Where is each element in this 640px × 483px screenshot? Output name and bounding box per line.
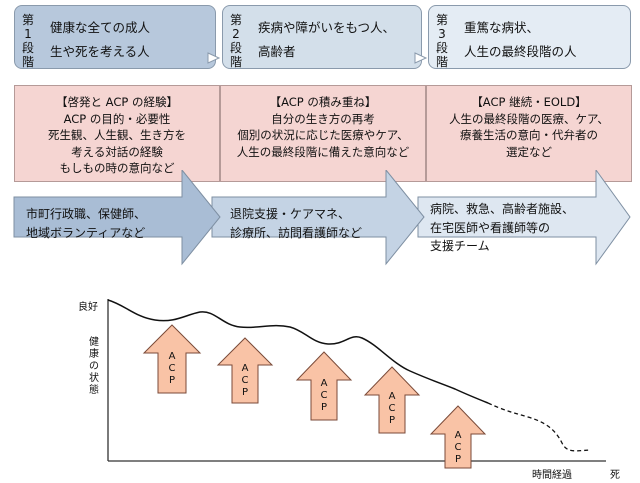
acp-arrow-1-c: C	[169, 363, 176, 374]
acp-box-3-text: 【ACP 継続・EOLD】人生の最終段階の医療、ケア、療養生活の意向・代弁者の選…	[449, 95, 609, 159]
stage-connector-arrow-2	[414, 52, 428, 64]
acp-arrow-5-p: P	[455, 454, 461, 465]
svg-text:健: 健	[89, 336, 99, 348]
x-axis-label: 時間経過	[532, 468, 572, 481]
acp-box-3: 【ACP 継続・EOLD】人生の最終段階の医療、ケア、療養生活の意向・代弁者の選…	[426, 85, 632, 182]
health-curve	[107, 299, 489, 404]
acp-arrow-2-a: A	[242, 363, 249, 374]
acp-arrow-5-a: A	[455, 430, 462, 441]
acp-arrow-5	[429, 405, 487, 469]
acp-arrow-4-c: C	[389, 403, 396, 414]
acp-arrow-3-p: P	[321, 402, 327, 413]
acp-box-1: 【啓発と ACP の経験】ACP の目的・必要性死生観、人生観、生き方を考える対…	[14, 85, 220, 182]
stage-connector-arrow-1	[207, 52, 221, 64]
acp-arrow-3-a: A	[321, 378, 328, 389]
health-curve-dashed	[487, 402, 591, 452]
acp-arrow-1	[142, 324, 202, 394]
stage-3-description: 重篤な病状、人生の最終段階の人	[464, 20, 577, 59]
stage-connectors	[207, 52, 428, 64]
supporter-arrow-3	[417, 170, 631, 266]
y-axis-label: 健 康 の 状 態	[89, 336, 99, 396]
supporter-arrow-2	[211, 170, 425, 266]
supporter-1-text: 市町行政職、保健師、地域ボランティアなど	[26, 207, 147, 240]
acp-arrow-1-a: A	[169, 351, 176, 362]
supporter-2-text: 退院支援・ケアマネ、診療所、訪問看護師など	[230, 207, 363, 240]
acp-arrow-4-p: P	[389, 415, 395, 426]
stage-1-description: 健康な全ての成人生や死を考える人	[50, 20, 151, 59]
svg-text:状: 状	[89, 371, 99, 384]
acp-arrow-1-p: P	[169, 375, 175, 386]
acp-arrow-3	[295, 351, 353, 421]
svg-text:康: 康	[89, 347, 99, 360]
health-graph: A C P A C P A C P A C P A C P 良好 健 康 の 状…	[78, 299, 620, 481]
acp-box-2-text: 【ACP の積み重ね】自分の生き方の再考個別の状況に応じた医療やケア、人生の最終…	[236, 95, 410, 159]
acp-box-2: 【ACP の積み重ね】自分の生き方の再考個別の状況に応じた医療やケア、人生の最終…	[220, 85, 426, 182]
acp-arrow-2-c: C	[242, 375, 249, 386]
supporter-3-text: 病院、救急、高齢者施設、在宅医師や看護師等の支援チーム	[430, 202, 575, 253]
acp-box-1-text: 【啓発と ACP の経験】ACP の目的・必要性死生観、人生観、生き方を考える対…	[48, 95, 186, 175]
supporter-arrow-1	[13, 170, 221, 266]
acp-arrow-5-c: C	[455, 442, 462, 453]
death-label: 死	[610, 470, 620, 481]
acp-arrow-2-p: P	[242, 387, 248, 398]
stage-2-description: 疾病や障がいをもつ人、高齢者	[258, 20, 396, 59]
y-label-good: 良好	[78, 300, 98, 313]
acp-arrow-4-a: A	[389, 391, 396, 402]
svg-text:態: 態	[89, 383, 99, 396]
acp-arrow-4	[363, 366, 421, 434]
acp-arrow-3-c: C	[321, 390, 328, 401]
supporter-arrows	[13, 170, 631, 266]
acp-arrow-2	[216, 337, 274, 404]
svg-text:の: の	[89, 361, 99, 372]
